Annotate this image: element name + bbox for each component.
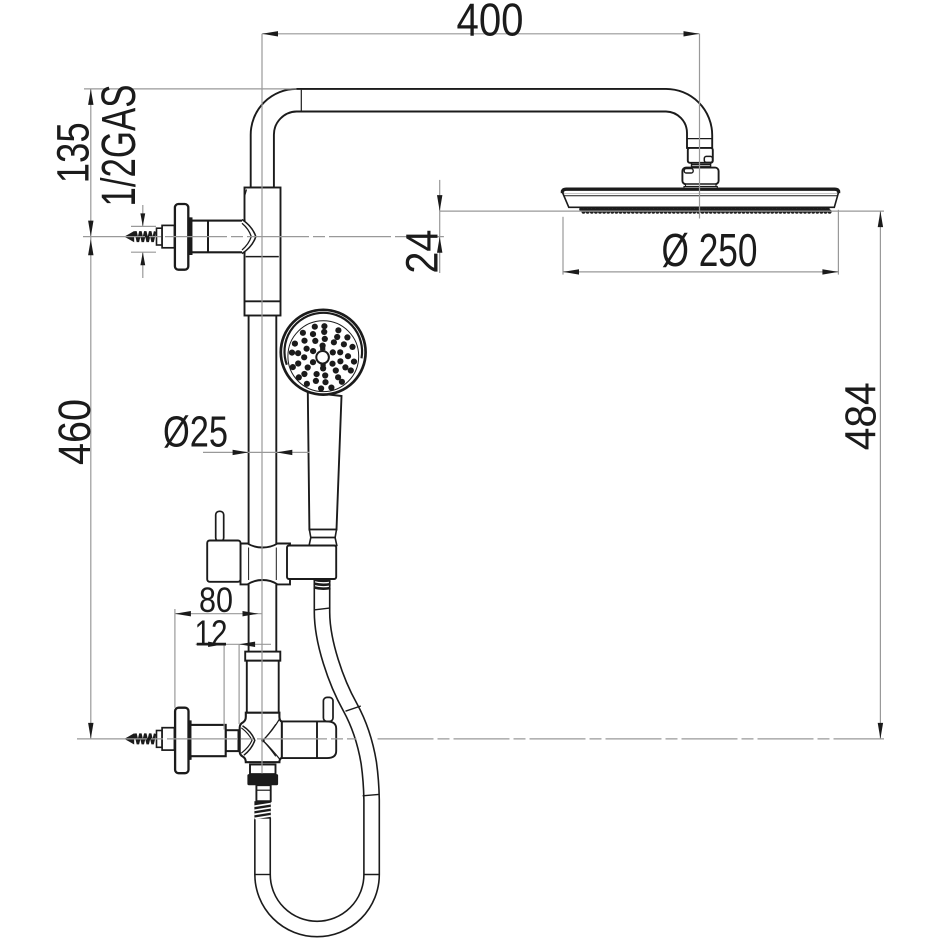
svg-text:12: 12 bbox=[195, 612, 228, 653]
svg-text:Ø25: Ø25 bbox=[163, 408, 228, 457]
svg-text:400: 400 bbox=[457, 0, 524, 45]
svg-text:135: 135 bbox=[47, 122, 98, 183]
svg-text:1/2GAS: 1/2GAS bbox=[93, 85, 146, 207]
svg-text:24: 24 bbox=[396, 230, 447, 274]
svg-text:484: 484 bbox=[837, 382, 885, 450]
svg-text:80: 80 bbox=[199, 581, 233, 620]
svg-text:Ø 250: Ø 250 bbox=[662, 224, 758, 276]
svg-text:460: 460 bbox=[49, 399, 100, 465]
